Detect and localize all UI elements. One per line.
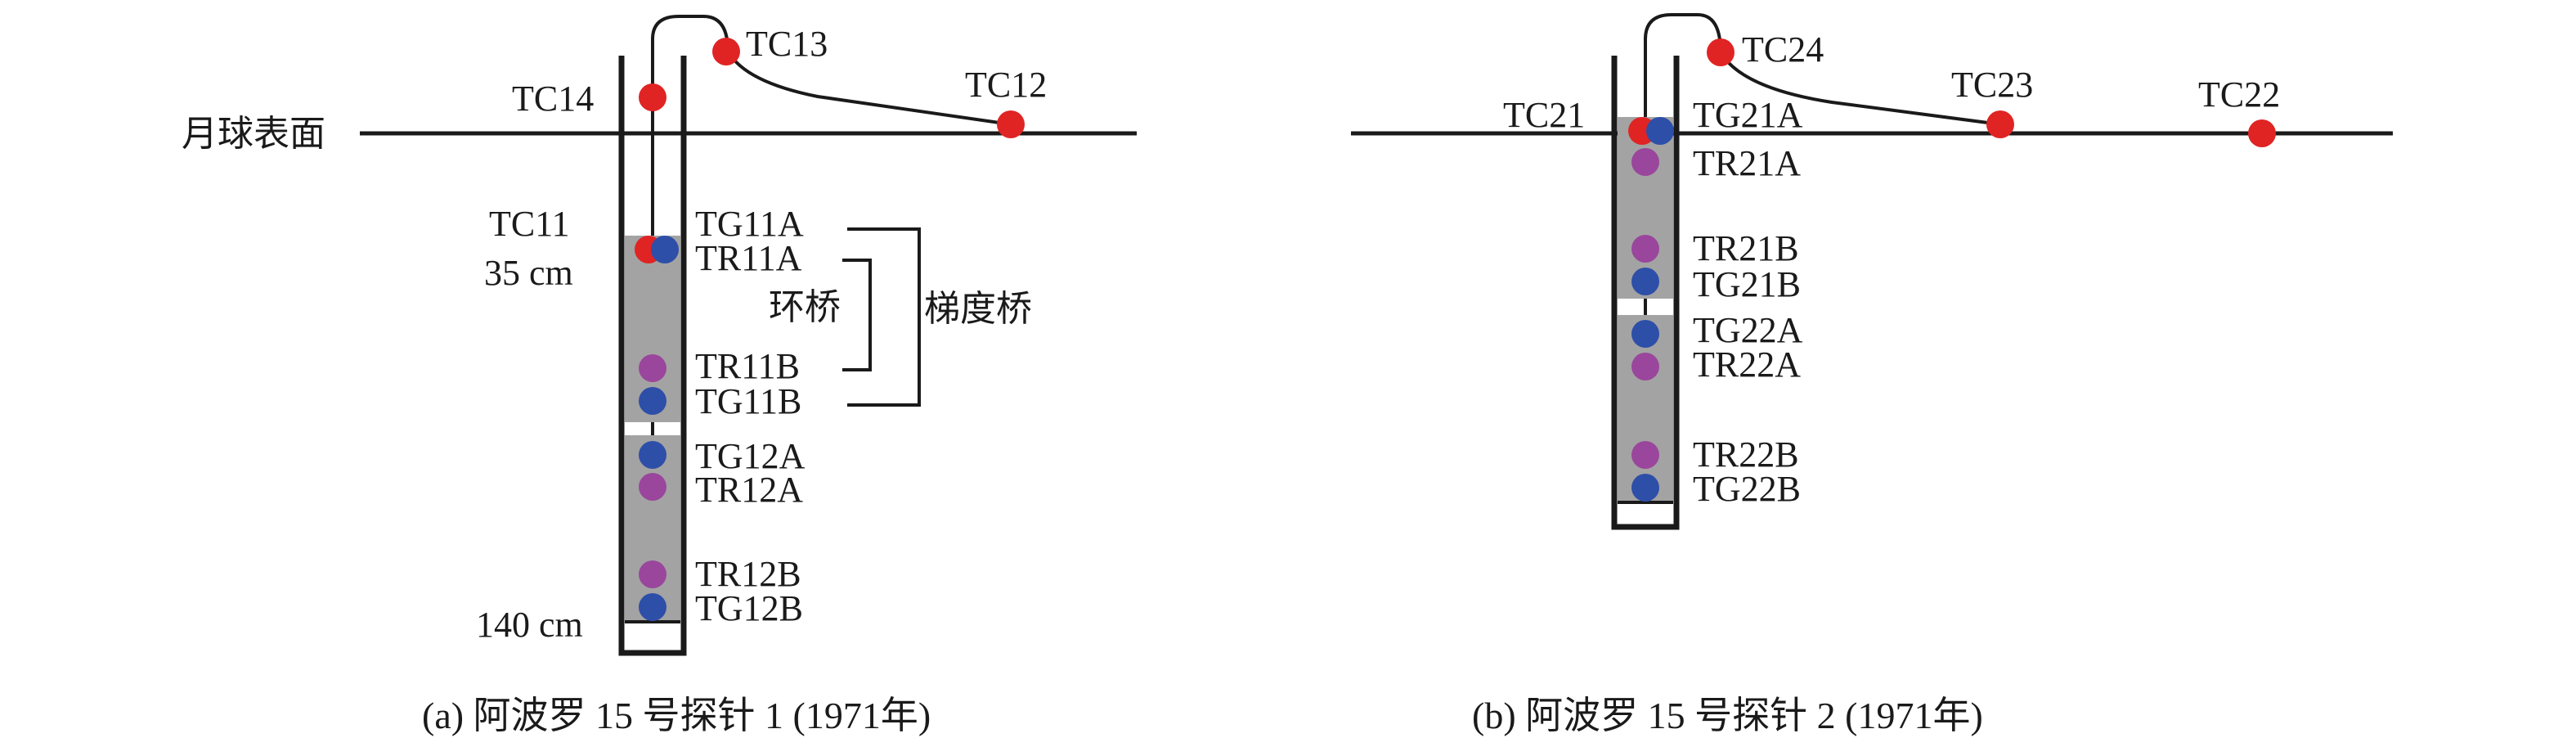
tg21b-label: TG21B <box>1693 264 1801 304</box>
ring-bridge-bracket <box>842 259 872 371</box>
tg21a-sensor <box>1646 117 1674 145</box>
panel-b: TC24 TC23 TC22 TC21 TG21A TR21A TR21B TG… <box>1351 13 2393 736</box>
tr21a-sensor <box>1631 148 1659 176</box>
tr12b-label: TR12B <box>695 554 801 594</box>
tr11b-label: TR11B <box>695 346 800 386</box>
ring-bridge-label: 环桥 <box>769 286 841 328</box>
tc12-label: TC12 <box>965 65 1047 105</box>
sensor-cable-b <box>1644 13 2001 126</box>
tr12a-sensor <box>639 473 666 501</box>
tr22a-label: TR22A <box>1693 344 1801 385</box>
tg22b-sensor <box>1631 474 1659 502</box>
tr12b-sensor <box>639 560 666 588</box>
tc21-label: TC21 <box>1503 95 1585 135</box>
tg12b-label: TG12B <box>695 588 803 628</box>
tg22a-sensor <box>1631 320 1659 348</box>
tr22b-sensor <box>1631 441 1659 469</box>
panel-a: 月球表面 TC14 TC13 TC12 TC11 35 cm 140 cm TG… <box>182 15 1137 736</box>
tc14-label: TC14 <box>512 79 594 119</box>
tr21b-label: TR21B <box>1693 228 1799 268</box>
borehole-b-casing <box>1611 56 1680 530</box>
tr11b-sensor <box>639 354 666 382</box>
tc23-sensor <box>1986 110 2014 138</box>
tc13-sensor <box>712 38 740 65</box>
lunar-surface-label: 月球表面 <box>182 113 325 155</box>
depth-140cm-label: 140 cm <box>476 605 583 645</box>
tc14-sensor <box>639 83 666 111</box>
tc24-label: TC24 <box>1742 29 1824 70</box>
borehole-casing <box>618 56 687 656</box>
tg11a-sensor <box>651 236 679 263</box>
caption-b: (b) 阿波罗 15 号探针 2 (1971年) <box>1472 695 1983 736</box>
tc23-label: TC23 <box>1951 65 2033 105</box>
tg21a-label: TG21A <box>1693 95 1803 135</box>
tg11b-sensor <box>639 387 666 415</box>
tc22-label: TC22 <box>2198 74 2280 115</box>
tg12a-label: TG12A <box>695 436 806 476</box>
tg12a-sensor <box>639 441 666 469</box>
tg22b-label: TG22B <box>1693 469 1801 509</box>
tg12b-sensor <box>639 593 666 621</box>
gradient-bridge-bracket <box>847 227 921 407</box>
tc12-sensor <box>997 110 1025 138</box>
tr12a-label: TR12A <box>695 470 803 510</box>
caption-a: (a) 阿波罗 15 号探针 1 (1971年) <box>422 695 931 736</box>
tr21a-label: TR21A <box>1693 143 1801 183</box>
tg11b-label: TG11B <box>695 381 801 421</box>
depth-35cm-label: 35 cm <box>484 253 573 293</box>
tc22-sensor <box>2248 119 2276 147</box>
tr11a-label: TR11A <box>695 238 802 278</box>
tg21b-sensor <box>1631 268 1659 295</box>
gradient-bridge-label: 梯度桥 <box>924 288 1032 330</box>
tg22a-label: TG22A <box>1693 310 1803 350</box>
tr22a-sensor <box>1631 353 1659 380</box>
tr21b-sensor <box>1631 235 1659 263</box>
sensor-cable <box>651 15 1012 236</box>
tr22b-label: TR22B <box>1693 434 1799 475</box>
tg11a-label: TG11A <box>695 204 804 244</box>
tc11-label: TC11 <box>489 204 570 244</box>
tc24-sensor <box>1707 38 1735 66</box>
tc13-label: TC13 <box>746 24 828 64</box>
